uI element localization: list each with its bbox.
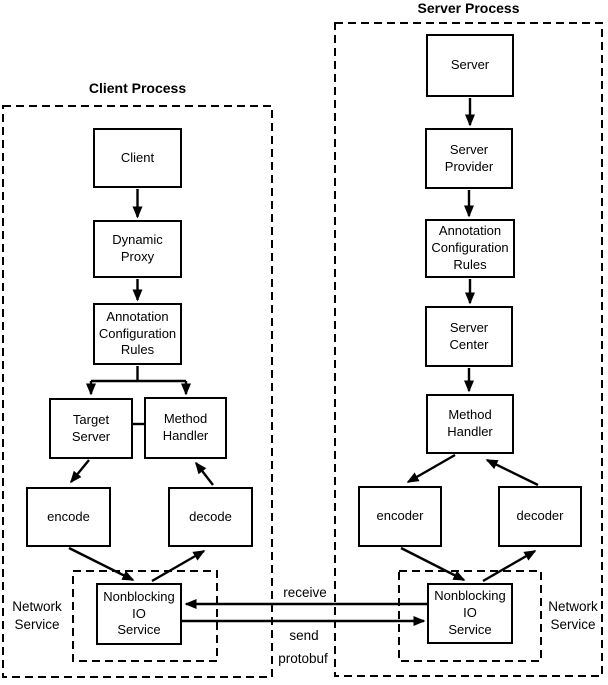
server-process-title: Server Process: [417, 0, 520, 16]
edge-encoder-to-server-nio: [400, 546, 466, 582]
client-network-service-label: Network Service: [12, 599, 62, 633]
node-dynamic-proxy: Dynamic Proxy: [93, 220, 182, 278]
node-encoder: encoder: [358, 486, 442, 547]
node-client: Client: [93, 128, 182, 188]
node-client-nonblocking-io-service: Nonblocking IO Service: [96, 583, 182, 645]
node-decoder: decoder: [498, 486, 582, 547]
server-network-service-label: Network Service: [548, 599, 598, 633]
node-client-method-handler: Method Handler: [144, 397, 227, 459]
node-client-annotation-configuration-rules: Annotation Configuration Rules: [93, 303, 182, 365]
edge-server-method-handler-to-encoder: [406, 453, 456, 484]
edge-server-nio-to-decoder: [482, 549, 537, 583]
node-server-center: Server Center: [425, 306, 513, 367]
send-label: send: [289, 628, 319, 643]
receive-label: receive: [283, 585, 327, 600]
client-process-border: [2, 105, 273, 678]
node-server-provider: Server Provider: [425, 128, 513, 189]
client-process-title: Client Process: [88, 80, 187, 96]
edge-encode-to-client-nio: [68, 546, 135, 582]
node-server: Server: [426, 34, 514, 97]
edge-client-nio-to-decode: [151, 549, 206, 583]
client-network-service-border: [72, 570, 218, 662]
edge-rules-split: [91, 366, 186, 383]
node-server-method-handler: Method Handler: [426, 394, 514, 454]
edge-decode-to-client-method-handler: [195, 461, 214, 486]
node-target-server: Target Server: [49, 398, 133, 459]
server-network-service-border: [398, 570, 542, 662]
protobuf-label: protobuf: [278, 651, 328, 666]
edge-target-server-to-encode: [70, 459, 90, 484]
node-server-nonblocking-io-service: Nonblocking IO Service: [427, 583, 513, 644]
node-server-annotation-configuration-rules: Annotation Configuration Rules: [425, 219, 515, 278]
server-process-border: [334, 22, 603, 677]
node-decode: decode: [168, 487, 253, 547]
node-encode: encode: [26, 487, 111, 547]
edge-decoder-to-server-method-handler: [485, 458, 539, 487]
